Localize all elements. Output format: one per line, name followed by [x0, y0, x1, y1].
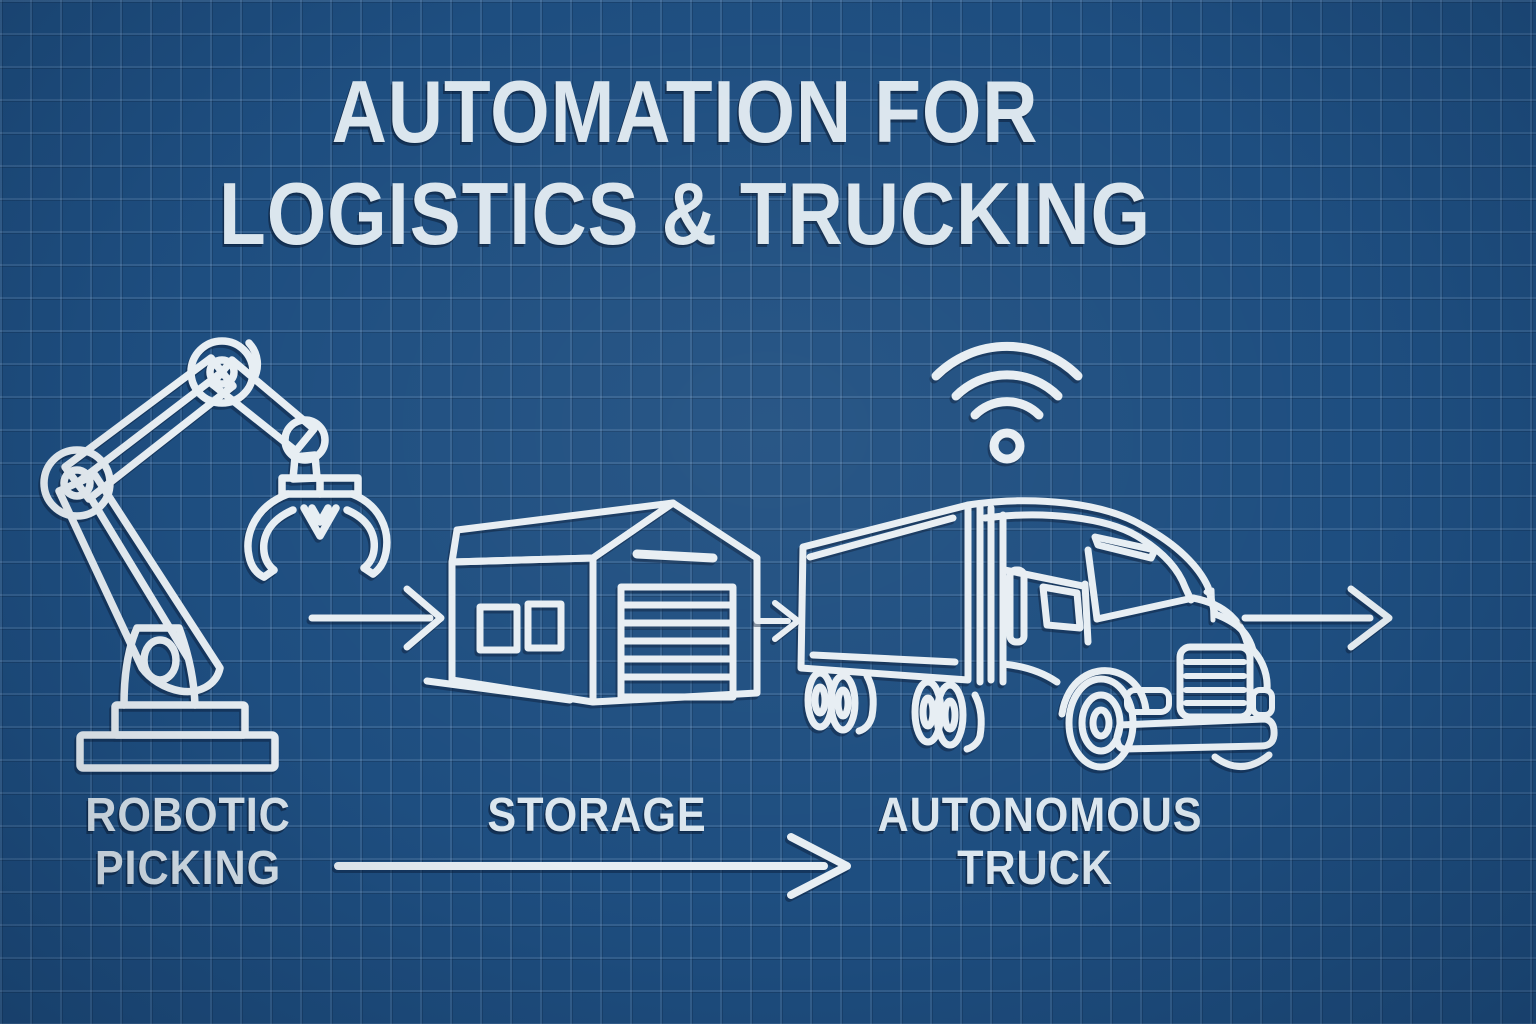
arrow-truck-outbound: [1241, 585, 1393, 651]
label-autonomous-truck: AUTONOMOUS TRUCK: [877, 789, 1203, 895]
label-robotic-picking: ROBOTIC PICKING: [53, 789, 323, 895]
arrow-flow-bottom: [334, 833, 851, 899]
label-robotic-line-1: ROBOTIC: [85, 789, 291, 842]
label-autonomous-line-2: TRUCK: [957, 842, 1113, 895]
label-storage: STORAGE: [462, 789, 732, 842]
arrow-robot-to-storage: [308, 585, 445, 651]
robot-arm-icon: [40, 337, 391, 772]
wifi-icon: [931, 342, 1083, 464]
title-line-2: LOGISTICS & TRUCKING: [219, 164, 1151, 263]
label-robotic-line-2: PICKING: [94, 842, 282, 895]
truck-icon: [797, 497, 1278, 771]
warehouse-icon: [423, 499, 761, 706]
title-line-1: AUTOMATION FOR: [331, 62, 1039, 161]
page-title: AUTOMATION FOR LOGISTICS & TRUCKING: [89, 61, 1281, 265]
label-autonomous-line-1: AUTONOMOUS: [877, 789, 1203, 842]
label-storage-line-1: STORAGE: [487, 789, 707, 842]
arrow-storage-to-truck: [754, 600, 801, 642]
